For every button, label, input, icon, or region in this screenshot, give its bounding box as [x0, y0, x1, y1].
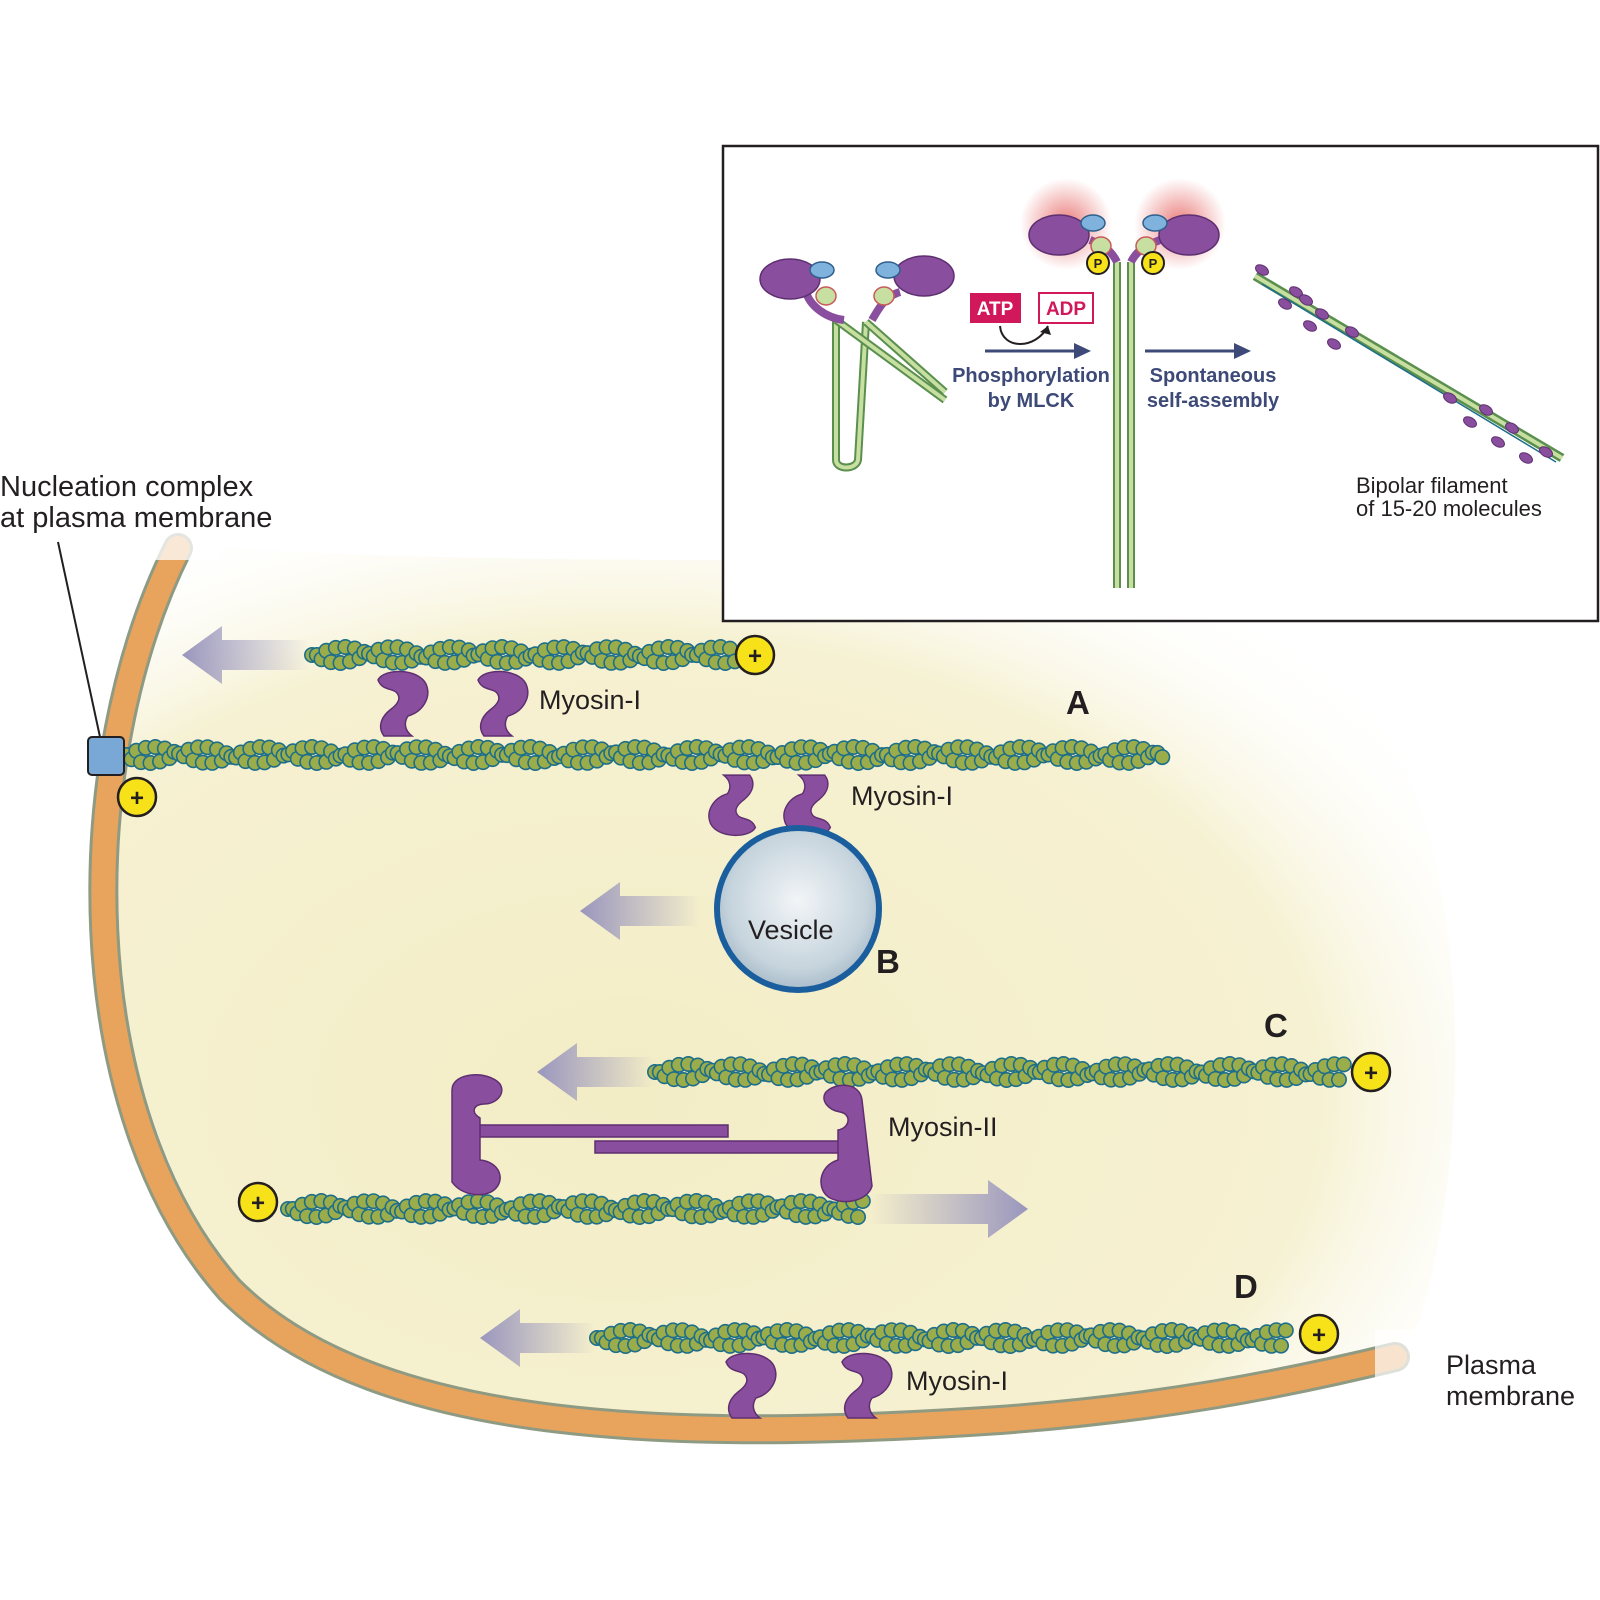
myosin-head-mini — [1505, 422, 1519, 434]
actin-filament — [303, 638, 743, 671]
myosin-ii-filament — [451, 1074, 873, 1203]
bipolar-label-line1: Bipolar filament — [1356, 473, 1508, 498]
actin-filament — [279, 1193, 871, 1226]
letter-c: C — [1264, 1007, 1288, 1044]
myosin-head-mini — [1315, 308, 1329, 320]
nucleation-complex — [87, 736, 125, 776]
plus-end-marker: + — [116, 776, 158, 818]
bipolar-label-line2: of 15-20 molecules — [1356, 496, 1542, 521]
myosin-head-mini — [1463, 416, 1477, 428]
myosin-ii-head — [820, 1084, 873, 1203]
myosin-head-mini — [1278, 298, 1292, 310]
myosin-head-mini — [1255, 264, 1269, 276]
letter-a: A — [1066, 684, 1090, 721]
myosin-i-label: Myosin-I — [906, 1366, 1008, 1396]
folded-myosin-ii — [759, 255, 955, 472]
myosin-head-mini — [1491, 436, 1505, 448]
plasma-membrane-label-line1: Plasma — [1446, 1350, 1537, 1380]
myosin-i-label: Myosin-I — [539, 685, 641, 715]
actin-filament — [646, 1056, 1352, 1089]
step1-label-line2: by MLCK — [988, 390, 1075, 412]
adp-label: ADP — [1046, 299, 1086, 320]
svg-text:+: + — [251, 1190, 265, 1217]
vesicle-label: Vesicle — [748, 915, 834, 945]
plasma-membrane-label-line2: membrane — [1446, 1381, 1575, 1411]
vesicle — [714, 825, 882, 993]
myosin-head-mini — [1443, 392, 1457, 404]
step2-label-line2: self-assembly — [1147, 390, 1280, 412]
plus-end-marker: + — [734, 634, 776, 676]
nucleation-label-line2: at plasma membrane — [0, 502, 272, 534]
adp-badge — [1038, 292, 1094, 324]
svg-text:+: + — [748, 643, 762, 670]
myosin-i-label: Myosin-I — [851, 781, 953, 811]
myosin-ii-label: Myosin-II — [888, 1112, 998, 1142]
letter-d: D — [1234, 1268, 1258, 1305]
myosin-ii-assembly-inset: ATP ADP Phosphorylation by MLCK Spontane… — [721, 144, 1600, 623]
svg-text:P: P — [1094, 256, 1103, 271]
actin-filament — [588, 1322, 1294, 1355]
svg-text:+: + — [1312, 1322, 1326, 1349]
atp-label: ATP — [977, 299, 1014, 320]
letter-b: B — [876, 943, 900, 980]
svg-text:+: + — [1364, 1060, 1378, 1087]
plus-end-marker: + — [1298, 1313, 1340, 1355]
nucleation-label-line1: Nucleation complex — [0, 471, 254, 503]
extended-myosin-ii: P P — [1020, 178, 1226, 588]
phosphate-marker — [1141, 251, 1165, 275]
myosin-head-mini — [1327, 338, 1341, 350]
myosin-head-mini — [1519, 452, 1533, 464]
nucleation-pointer — [57, 541, 101, 738]
movement-arrows — [182, 626, 1028, 1367]
atp-badge — [970, 293, 1021, 323]
myosin-ii-head — [451, 1074, 503, 1196]
myosin-head-mini — [1345, 326, 1359, 338]
plus-end-marker: + — [1350, 1051, 1392, 1093]
plus-end-marker: + — [237, 1181, 279, 1223]
myosin-head-mini — [1479, 404, 1493, 416]
myosin-head-mini — [1303, 320, 1317, 332]
svg-text:+: + — [130, 785, 144, 812]
svg-text:P: P — [1149, 256, 1158, 271]
myosin-head-mini — [1299, 294, 1313, 306]
step1-label-line1: Phosphorylation — [952, 365, 1110, 387]
myosin-head-mini — [1539, 446, 1553, 458]
phosphate-marker — [1086, 251, 1110, 275]
actin-filament — [114, 738, 1171, 771]
bipolar-filament — [1252, 264, 1565, 464]
step2-label-line1: Spontaneous — [1150, 365, 1277, 387]
